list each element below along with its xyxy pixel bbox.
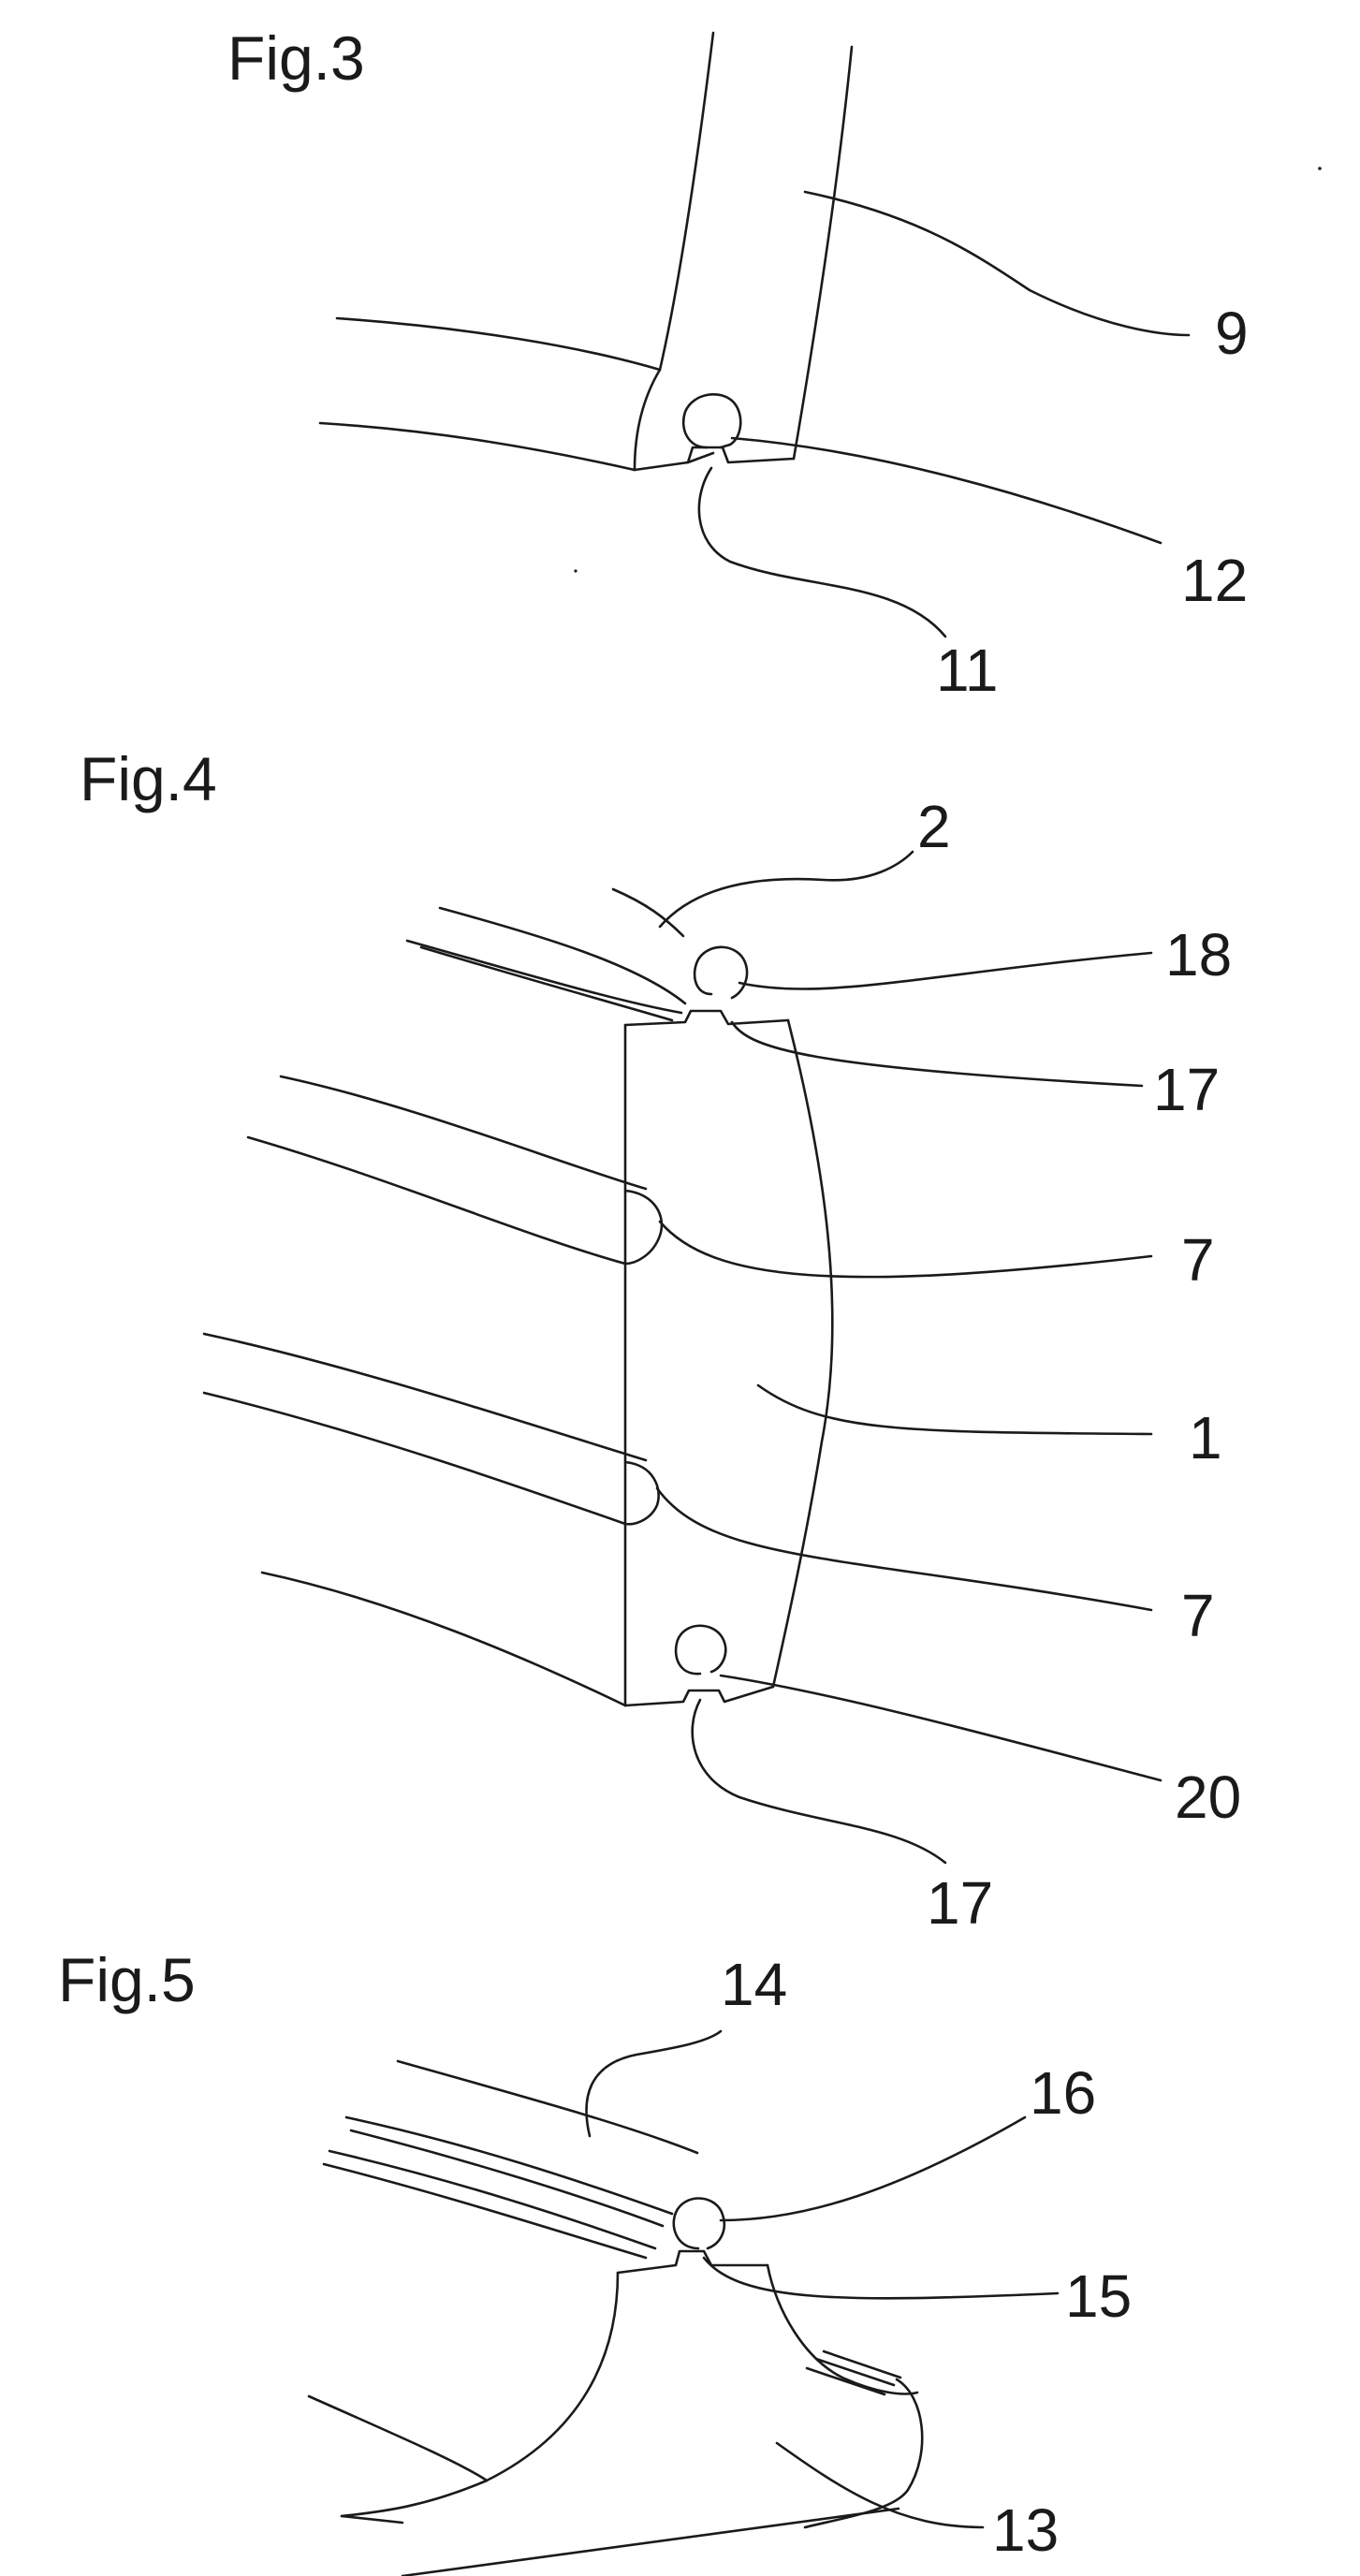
figure-4: Fig.4 bbox=[80, 744, 1241, 1937]
figure-5-part-13 bbox=[309, 2061, 922, 2576]
speck-mark bbox=[1318, 167, 1322, 170]
label-7-lower: 7 bbox=[1181, 1582, 1215, 1649]
label-16: 16 bbox=[1030, 2059, 1096, 2127]
label-1: 1 bbox=[1189, 1404, 1222, 1471]
figure-3-title: Fig.3 bbox=[227, 23, 365, 93]
figure-5: Fig.5 14 bbox=[58, 1945, 1132, 2576]
figure-3-leaders bbox=[699, 192, 1189, 637]
label-17-bottom: 17 bbox=[927, 1869, 993, 1937]
label-13: 13 bbox=[992, 2496, 1059, 2564]
figure-4-leaders bbox=[657, 852, 1161, 1863]
figure-3: Fig.3 9 12 11 bbox=[227, 23, 1249, 704]
figure-4-title: Fig.4 bbox=[80, 744, 217, 813]
label-7-upper: 7 bbox=[1181, 1226, 1215, 1294]
label-2: 2 bbox=[917, 793, 951, 860]
label-20: 20 bbox=[1175, 1764, 1241, 1831]
label-15: 15 bbox=[1065, 2262, 1132, 2330]
label-17-top: 17 bbox=[1153, 1056, 1220, 1123]
figure-4-part-1 bbox=[204, 889, 832, 1705]
figure-5-title: Fig.5 bbox=[58, 1945, 196, 2014]
label-12: 12 bbox=[1181, 547, 1248, 614]
label-18: 18 bbox=[1165, 921, 1232, 988]
figure-3-part-9 bbox=[320, 33, 852, 470]
label-9: 9 bbox=[1215, 300, 1249, 367]
speck-mark bbox=[574, 569, 577, 572]
label-14: 14 bbox=[721, 1951, 787, 2018]
label-11: 11 bbox=[936, 637, 998, 704]
figure-5-leaders bbox=[587, 2031, 1058, 2527]
